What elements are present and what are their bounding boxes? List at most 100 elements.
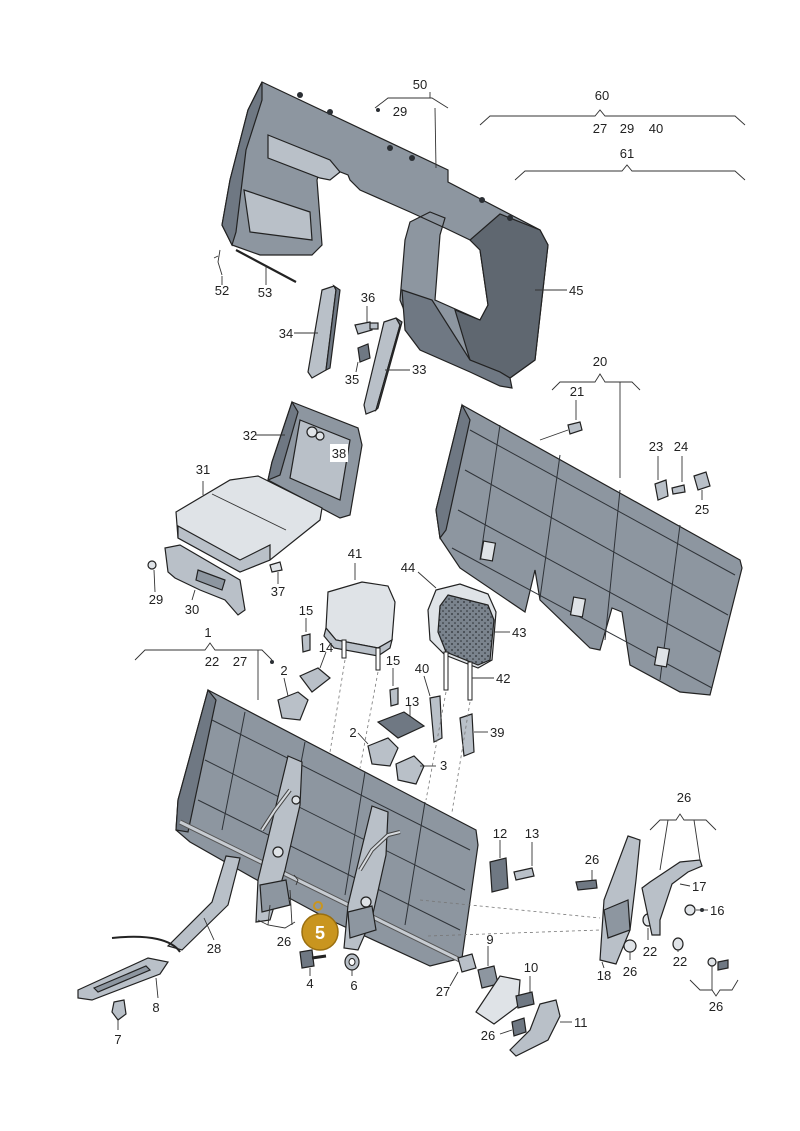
hinge-right — [343, 805, 401, 951]
bolt-8: 10 — [515, 960, 538, 1009]
callout-16a: 15 — [299, 603, 313, 618]
armrest-cushion-30: 31 — [175, 462, 323, 573]
bushing-7: 9 — [477, 932, 499, 989]
callout-group-51: 50 29 — [374, 77, 449, 169]
bolt-37: 36 — [354, 290, 379, 335]
callout-51: 50 — [413, 77, 427, 92]
guide-41: 40 — [415, 661, 443, 743]
callout-41: 40 — [415, 661, 429, 676]
release-handle-10: 8 — [77, 935, 181, 1015]
callout-16b: 15 — [386, 653, 400, 668]
callout-12: 12 — [493, 826, 507, 841]
callout-group-20: 20 — [551, 354, 641, 478]
cover-11: 11 — [509, 999, 588, 1057]
callout-35: 34 — [279, 326, 293, 341]
clip-23: 23 — [649, 439, 669, 501]
clip-9: 7 — [111, 999, 127, 1047]
callout-42: 41 — [348, 546, 362, 561]
hinge-bracket-19: 18 — [597, 835, 641, 983]
screw-21: 21 — [539, 384, 584, 441]
callout-4: 4 — [306, 976, 313, 991]
callout-6: 6 — [350, 978, 357, 993]
callout-36: 35 — [345, 372, 359, 387]
callout-26: 26 — [481, 1028, 495, 1043]
callout-group-60: 60 27 29 40 — [479, 88, 746, 136]
armrest-bracket-31: 30 — [164, 544, 246, 617]
callout-27e: 26 — [709, 999, 723, 1014]
callout-9: 7 — [114, 1032, 121, 1047]
headrest-45: 44 43 42 — [401, 560, 526, 701]
assembly-lines — [329, 659, 601, 937]
callout-28: 27 — [436, 984, 450, 999]
callout-17: 16 — [710, 903, 724, 918]
callout-14: 13 — [405, 694, 419, 709]
callout-30: 31 — [196, 462, 210, 477]
callout-13: 13 — [525, 826, 539, 841]
bracket-35: 34 — [279, 284, 341, 379]
screw-13: 13 — [513, 826, 539, 881]
bolt-4: 4 — [299, 949, 327, 991]
rear-panel-20 — [435, 403, 743, 696]
latch-3: 3 — [395, 755, 447, 785]
callout-31: 30 — [185, 602, 199, 617]
callout-27b: 26 — [585, 852, 599, 867]
callout-18: 17 — [692, 879, 706, 894]
screw-39: 38 — [306, 426, 348, 462]
callout-7: 9 — [486, 932, 493, 947]
callout-22a: 22 — [643, 944, 657, 959]
callout-group-1: 1 22 27 — [134, 625, 274, 700]
callout-38: 37 — [271, 584, 285, 599]
callout-1-ref-22: 22 — [205, 654, 219, 669]
headrest-42: 41 — [323, 546, 396, 671]
highlight-badge-label: 5 — [315, 923, 325, 943]
highlight-badge-5[interactable]: 5 — [301, 901, 339, 951]
callout-27d: 26 — [677, 790, 691, 805]
lock-12: 12 — [489, 826, 509, 893]
guide-15: 14 — [299, 640, 333, 693]
screw-32: 29 — [147, 560, 163, 607]
callout-45: 44 — [401, 560, 415, 575]
screw-24: 24 — [671, 439, 688, 495]
callout-group-27-bottom: 26 — [689, 957, 739, 1014]
callout-60-ref-40: 40 — [649, 121, 663, 136]
latch-2a: 2 — [277, 663, 309, 721]
latch-2b: 2 — [349, 725, 399, 767]
callout-50: 45 — [569, 283, 583, 298]
screw-38: 37 — [269, 561, 285, 599]
bracket-34: 33 — [363, 317, 426, 415]
screw-16b: 15 — [386, 653, 400, 707]
clip-25: 25 — [693, 471, 711, 517]
washer-17: 16 — [684, 903, 724, 918]
callout-44: 43 — [512, 625, 526, 640]
callout-1-ref-27: 27 — [233, 654, 247, 669]
callout-37: 36 — [361, 290, 375, 305]
callout-32: 29 — [149, 592, 163, 607]
link-rod-18: 17 — [641, 859, 706, 936]
callout-33: 32 — [243, 428, 257, 443]
callout-52: 52 — [215, 283, 229, 298]
callout-10: 8 — [152, 1000, 159, 1015]
callout-24: 24 — [674, 439, 688, 454]
callout-2b: 2 — [349, 725, 356, 740]
callout-group-27-left: 26 — [257, 874, 299, 949]
callout-20: 20 — [593, 354, 607, 369]
washer-22b: 22 — [672, 937, 687, 969]
callout-1: 1 — [204, 625, 211, 640]
hinge-left — [255, 755, 303, 923]
callout-60-ref-29: 29 — [620, 121, 634, 136]
callout-60-ref-27: 27 — [593, 121, 607, 136]
callout-51-ref-29: 29 — [393, 104, 407, 119]
callout-34: 33 — [412, 362, 426, 377]
washer-6: 6 — [344, 953, 360, 993]
screw-16a: 15 — [299, 603, 313, 653]
clip-26: 26 — [481, 1017, 527, 1043]
guide-14: 13 — [376, 694, 426, 739]
callout-2a: 2 — [280, 663, 287, 678]
callout-39: 38 — [332, 446, 346, 461]
callout-27a: 26 — [277, 934, 291, 949]
nut-28: 27 — [436, 953, 477, 999]
callout-8: 10 — [524, 960, 538, 975]
callout-11: 11 — [574, 1015, 588, 1030]
wire-53: 53 — [235, 249, 297, 300]
